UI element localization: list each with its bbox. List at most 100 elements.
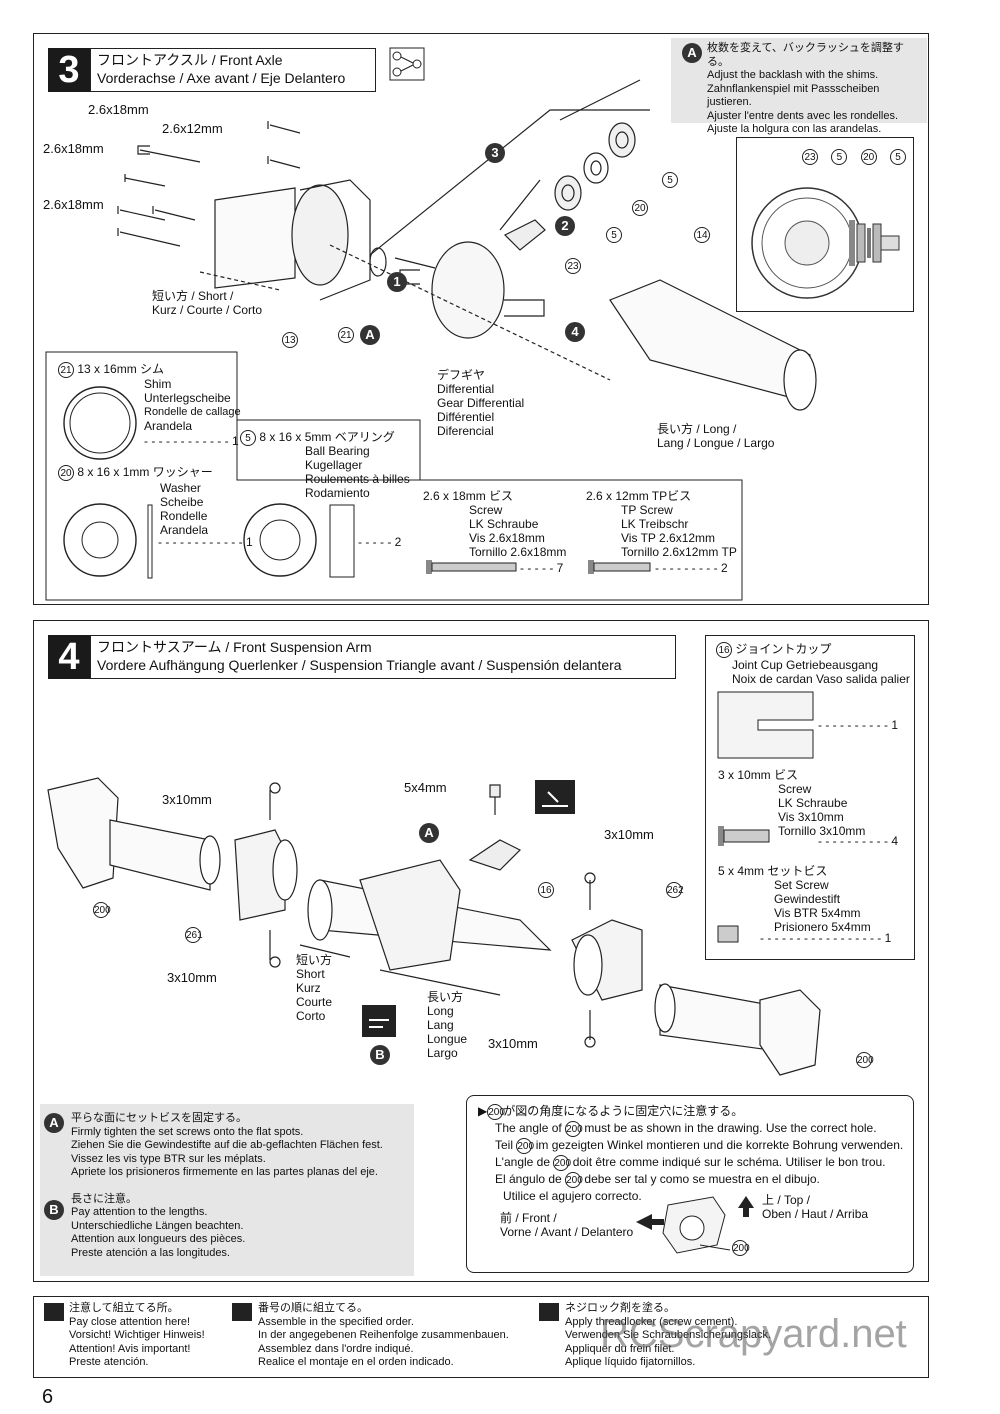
inset-part-labels: 23 5 20 5	[802, 149, 907, 165]
screw3-size: 3 x 10mm ビス	[718, 768, 799, 782]
screw12-name: LK Treibschr	[621, 517, 689, 531]
note-b-line: Unterschiedliche Längen beachten.	[71, 1219, 244, 1232]
long-label-line: 長い方	[427, 990, 464, 1004]
watermark: RCScrapyard.net	[600, 1312, 907, 1356]
long-label-line: Lang	[427, 1018, 454, 1032]
screw3-name: Screw	[778, 782, 812, 796]
qty: 1	[245, 535, 253, 549]
top-label-line: Oben / Haut / Arriba	[762, 1207, 869, 1221]
footer-col3: ネジロック剤を塗る。 Apply threadlocker (screw cem…	[565, 1302, 771, 1370]
footer-line: Assemblez dans l'ordre indiqué.	[258, 1342, 414, 1355]
shim-entry: 21 13 x 16mm シム	[58, 362, 164, 378]
qty: 1	[884, 931, 892, 945]
short-label: 短い方 Short Kurz Courte Corto	[296, 953, 332, 1023]
step4-parts-box	[705, 635, 915, 960]
step3-note-a-line: Ajuste la holgura con las arandelas.	[707, 123, 882, 135]
screw18-size: 2.6 x 18mm ビス	[423, 489, 514, 503]
step3-inset-detail	[736, 137, 914, 312]
screw12-name: Tornillo 2.6x12mm TP	[621, 545, 737, 559]
part-number: 200	[856, 1052, 874, 1068]
joint-cup-names: Joint Cup Getriebeausgang Noix de cardan…	[732, 658, 910, 686]
part-number: 200	[93, 902, 111, 918]
washer-name: Scheibe	[160, 495, 204, 509]
caution-icon	[44, 1303, 64, 1321]
washer-entry: 20 8 x 16 x 1mm ワッシャー	[58, 465, 213, 481]
footer-frame	[33, 1296, 929, 1378]
note-a-line: Ziehen Sie die Gewindestifte auf die ab-…	[71, 1139, 383, 1151]
angle-note-text: must be as shown in the drawing. Use the…	[584, 1121, 877, 1135]
part-number: 14	[694, 227, 710, 243]
short-label-line: Courte	[296, 995, 333, 1009]
part-number: 5	[831, 149, 848, 165]
note-a-line: 平らな面にセットビスを固定する。	[71, 1112, 247, 1124]
part-number: 21	[58, 362, 74, 378]
bearing-size: 8 x 16 x 5mm ベアリング	[259, 430, 395, 444]
angle-note-text: im gezeigten Winkel montieren und die ko…	[535, 1138, 904, 1152]
shim-name: Unterlegscheibe	[144, 391, 231, 405]
bearing-entry: 5 8 x 16 x 5mm ベアリング	[240, 430, 395, 446]
threadlocker-icon	[539, 1303, 559, 1321]
note-b-line: Attention aux longueurs des pièces.	[71, 1233, 246, 1245]
screw12-qty: - - - - - - - - - 2	[655, 561, 728, 575]
note-a-badge: A	[44, 1113, 64, 1133]
qty: 7	[556, 561, 564, 575]
part-number: 5	[606, 227, 622, 243]
shim-name: Rondelle de callage	[144, 406, 241, 418]
differential-label: デフギヤ Differential Gear Differential Diff…	[437, 368, 524, 438]
long-label: 長い方 / Long / Lang / Longue / Largo	[657, 422, 774, 450]
step4-title-line2: Vordere Aufhängung Querlenker / Suspensi…	[97, 657, 622, 673]
screw-size-label: 3x10mm	[488, 1036, 538, 1051]
screw-size-label: 3x10mm	[604, 827, 654, 842]
part-number: 20	[860, 149, 877, 165]
front-label-line: Vorne / Avant / Delantero	[500, 1225, 634, 1239]
screw3-name: Vis 3x10mm	[778, 810, 844, 824]
step3-note-a-line: Adjust the backlash with the shims.	[707, 69, 879, 81]
note-a-ref: A	[419, 823, 439, 843]
screw-label: 2.6x18mm	[43, 141, 104, 156]
footer-line: Vorsicht! Wichtiger Hinweis!	[69, 1329, 205, 1341]
washer-name: Arandela	[160, 523, 209, 537]
footer-col1: 注意して組立てる所。 Pay close attention here! Vor…	[69, 1302, 205, 1370]
bearing-name: Roulements à billes	[305, 472, 410, 486]
screw3-qty: - - - - - - - - - - 4	[818, 834, 898, 848]
angle-diagram	[636, 1196, 754, 1254]
order-icon	[389, 47, 425, 81]
setscrew-name: Prisionero 5x4mm	[774, 920, 871, 934]
angle-note-text: El ángulo de	[495, 1172, 562, 1186]
note-b-line: 長さに注意。	[71, 1192, 137, 1205]
note-a-line: Apriete los prisioneros firmemente en la…	[71, 1166, 378, 1178]
angle-note-text: ▶200が図の角度になるように固定穴に注意する。 The angle of 20…	[478, 1103, 903, 1204]
note-b-line: Preste atención a las longitudes.	[71, 1246, 230, 1259]
joint-cup-entry: 16 ジョイントカップ	[716, 642, 831, 658]
footer-line: 番号の順に組立てる。	[258, 1302, 368, 1314]
shim-qty: - - - - - - - - - - - - 1	[144, 434, 239, 448]
qty: 4	[891, 834, 898, 848]
screw-size-label: 3x10mm	[162, 792, 212, 807]
step4-title: フロントサスアーム / Front Suspension Arm Vordere…	[90, 635, 676, 679]
washer-name: Rondelle	[160, 509, 208, 523]
note-a-ref: A	[360, 325, 380, 345]
step3-title-line1: フロントアクスル / Front Axle	[97, 52, 283, 68]
screw18-names: Screw LK Schraube Vis 2.6x18mm Tornillo …	[469, 503, 566, 559]
angle-note-line: Teil 200 im gezeigten Winkel montieren u…	[495, 1137, 903, 1154]
angle-note-line: El ángulo de 200 debe ser tal y como se …	[495, 1171, 903, 1188]
part-number: 200	[516, 1138, 534, 1154]
order-icon	[232, 1303, 252, 1321]
screw18-name: Screw	[469, 503, 503, 517]
screw12-name: Vis TP 2.6x12mm	[621, 531, 716, 545]
note-b-line: Pay attention to the lengths.	[71, 1206, 208, 1218]
shim-name: Shim	[144, 377, 172, 391]
setscrew-name: Vis BTR 5x4mm	[774, 906, 861, 920]
long-label: 長い方 Long Lang Longue Largo	[427, 990, 467, 1060]
bearing-names: Ball Bearing Kugellager Roulements à bil…	[305, 444, 410, 500]
step4-exploded-drawing	[47, 777, 821, 1114]
step4-number: 4	[48, 635, 90, 679]
screw3-name: Tornillo 3x10mm	[778, 824, 866, 838]
screw18-name: Tornillo 2.6x18mm	[469, 545, 567, 559]
washer-size: 8 x 16 x 1mm ワッシャー	[77, 465, 213, 479]
screw-size-label: 5x4mm	[404, 780, 447, 795]
step3-note-a: 枚数を変えて、バックラッシュを調整する。 Adjust the backlash…	[671, 38, 927, 135]
part-number: 5	[890, 149, 907, 165]
screw3-names: Screw LK Schraube Vis 3x10mm Tornillo 3x…	[778, 782, 865, 838]
note-a-line: Firmly tighten the set screws onto the f…	[71, 1125, 304, 1138]
